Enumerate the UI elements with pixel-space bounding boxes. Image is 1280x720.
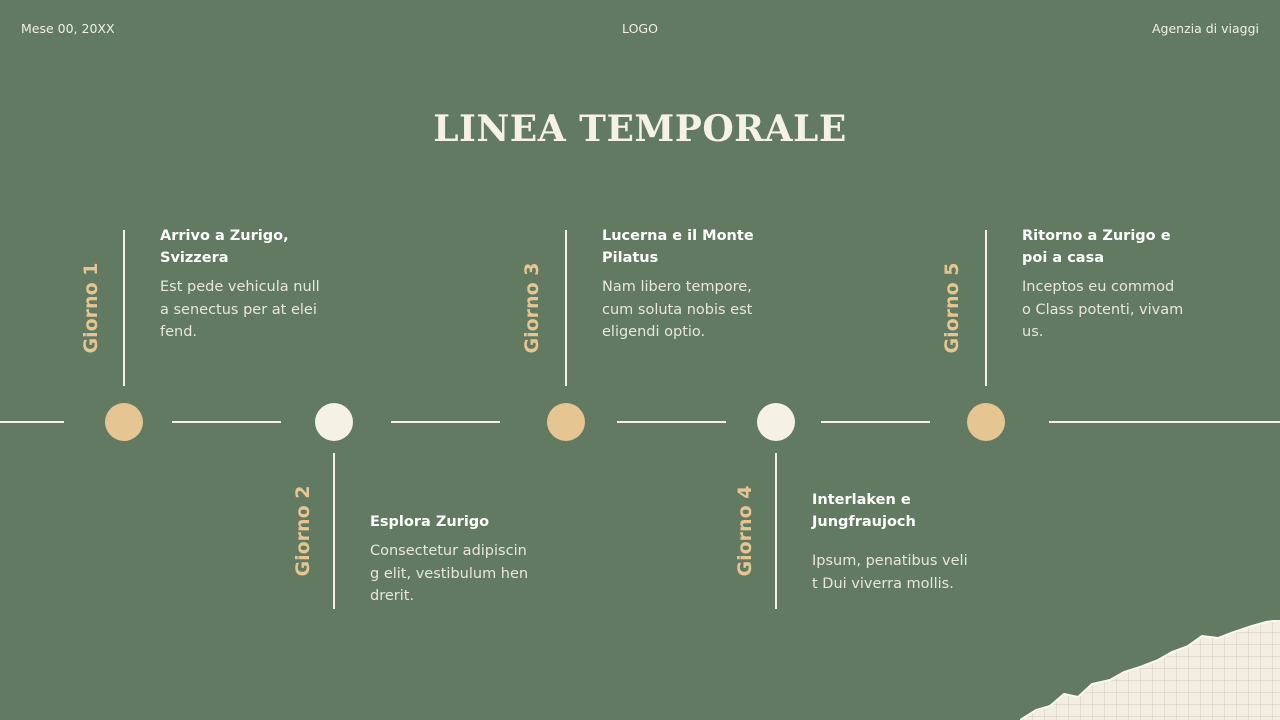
milestone-dot-4	[757, 403, 795, 441]
connector-line-1	[123, 230, 125, 386]
event-description: Consectetur adipiscin g elit, vestibulum…	[370, 543, 529, 604]
event-card-2: Esplora Zurigo Consectetur adipiscin g e…	[370, 511, 532, 608]
event-card-4: Interlaken e Jungfraujoch Ipsum, penatib…	[812, 489, 974, 595]
date-label: Mese 00, 20XX	[21, 21, 115, 36]
event-description: Est pede vehicula null a senectus per at…	[160, 279, 320, 340]
slide-title: LINEA TEMPORALE	[433, 108, 847, 150]
milestone-dot-1	[105, 403, 143, 441]
event-title: Interlaken e Jungfraujoch	[812, 492, 916, 530]
event-title: Lucerna e il Monte Pilatus	[602, 228, 754, 266]
milestone-dot-3	[547, 403, 585, 441]
timeline-segment	[172, 421, 281, 423]
day-label-1: Giorno 1	[80, 262, 102, 354]
day-label-3: Giorno 3	[521, 262, 543, 354]
event-card-5: Ritorno a Zurigo e poi a casa Inceptos e…	[1022, 225, 1184, 344]
event-description: Inceptos eu commod o Class potenti, viva…	[1022, 279, 1184, 340]
day-label-5: Giorno 5	[941, 262, 963, 354]
timeline-segment	[617, 421, 726, 423]
event-description: Ipsum, penatibus veli t Dui viverra moll…	[812, 553, 968, 592]
timeline-segment	[391, 421, 500, 423]
event-card-1: Arrivo a Zurigo, Svizzera Est pede vehic…	[160, 225, 322, 344]
logo-placeholder: LOGO	[622, 21, 658, 36]
event-title: Arrivo a Zurigo, Svizzera	[160, 228, 289, 266]
connector-line-3	[565, 230, 567, 386]
milestone-dot-2	[315, 403, 353, 441]
milestone-dot-5	[967, 403, 1005, 441]
timeline-segment	[0, 421, 64, 423]
event-card-3: Lucerna e il Monte Pilatus Nam libero te…	[602, 225, 764, 344]
torn-grid-paper-decoration	[1020, 620, 1280, 720]
connector-line-4	[775, 453, 777, 609]
day-label-2: Giorno 2	[292, 485, 314, 577]
day-label-4: Giorno 4	[734, 485, 756, 577]
agency-name: Agenzia di viaggi	[1151, 21, 1259, 36]
event-title: Esplora Zurigo	[370, 514, 490, 530]
timeline-segment	[1049, 421, 1280, 423]
connector-line-5	[985, 230, 987, 386]
connector-line-2	[333, 453, 335, 609]
event-description: Nam libero tempore, cum soluta nobis est…	[602, 279, 753, 340]
timeline-segment	[821, 421, 930, 423]
event-title: Ritorno a Zurigo e poi a casa	[1022, 228, 1171, 266]
